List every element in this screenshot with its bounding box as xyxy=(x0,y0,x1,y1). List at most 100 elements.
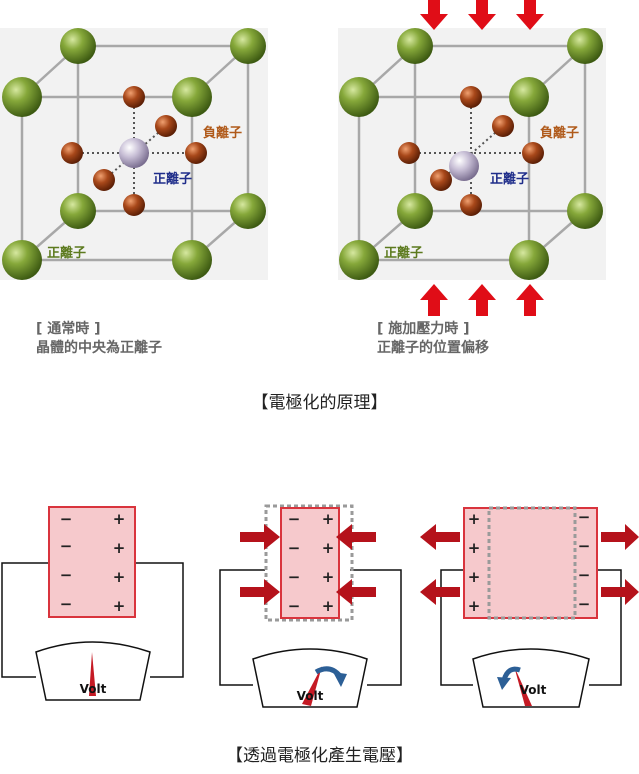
crystal-pressed: 負離子 正離子 正離子 xyxy=(338,28,606,280)
positive-ion-corner xyxy=(230,193,266,229)
minus-sign: − xyxy=(288,539,301,557)
minus-sign: − xyxy=(578,508,591,526)
negative-ion xyxy=(430,169,452,191)
plus-sign: + xyxy=(468,510,481,528)
compressed-crystal-block xyxy=(280,507,340,619)
minus-sign: − xyxy=(578,537,591,555)
up-arrow xyxy=(420,284,448,316)
negative-ion xyxy=(522,142,544,164)
voltmeter-label: Volt xyxy=(520,683,547,697)
negative-ion xyxy=(123,86,145,108)
down-arrow xyxy=(420,0,448,30)
caption-pressed-line2: 正離子的位置偏移 xyxy=(377,340,489,356)
plus-sign: + xyxy=(468,597,481,615)
corner-positive-label: 正離子 xyxy=(384,245,423,261)
right-arrow xyxy=(240,524,280,550)
plus-sign: + xyxy=(468,568,481,586)
positive-ion-corner xyxy=(509,240,549,280)
positive-ion-corner xyxy=(172,240,212,280)
center-positive-label: 正離子 xyxy=(490,171,529,187)
negative-ion xyxy=(460,86,482,108)
positive-ion-corner xyxy=(397,193,433,229)
right-arrow xyxy=(240,579,280,605)
original-outline xyxy=(487,506,577,620)
negative-ion-label: 負離子 xyxy=(540,125,579,141)
positive-ion-corner xyxy=(230,28,266,64)
pressure-arrows-top xyxy=(420,0,544,30)
positive-ion-corner xyxy=(60,193,96,229)
minus-sign: − xyxy=(60,537,73,555)
crystal-block xyxy=(48,506,136,618)
negative-ion xyxy=(185,142,207,164)
positive-ion-corner xyxy=(339,77,379,117)
plus-sign: + xyxy=(113,597,126,615)
plus-sign: + xyxy=(113,539,126,557)
caption-normal-line2: 晶體的中央為正離子 xyxy=(36,340,162,356)
plus-sign: + xyxy=(322,568,335,586)
up-arrow xyxy=(468,284,496,316)
negative-ion xyxy=(155,115,177,137)
left-arrow xyxy=(420,579,460,605)
caption-normal: [ 通常時 ] 晶體的中央為正離子 xyxy=(36,320,162,358)
deflection-arrow-head xyxy=(497,677,511,690)
minus-sign: − xyxy=(288,597,301,615)
positive-ion-corner xyxy=(509,77,549,117)
left-arrow xyxy=(420,524,460,550)
right-arrow xyxy=(601,524,639,550)
voltmeter-needle xyxy=(89,652,96,696)
voltmeter xyxy=(472,648,590,708)
pressure-arrows-bottom xyxy=(420,284,544,316)
compression-arrows xyxy=(240,524,376,605)
tension-arrows xyxy=(420,524,639,605)
caption-pressed-line1: [ 施加壓力時 ] xyxy=(377,321,470,337)
left-arrow xyxy=(336,524,376,550)
circuit-panel-stretched: + + + + − − − − Volt xyxy=(420,506,639,708)
positive-ion-corner xyxy=(2,77,42,117)
voltmeter-label: Volt xyxy=(80,682,107,696)
voltmeter xyxy=(252,648,368,708)
plus-sign: + xyxy=(322,539,335,557)
plus-sign: + xyxy=(322,510,335,528)
voltmeter-needle xyxy=(514,666,532,706)
down-arrow xyxy=(516,0,544,30)
negative-ion-label: 負離子 xyxy=(203,125,242,141)
positive-ion-corner xyxy=(567,28,603,64)
minus-sign: − xyxy=(578,566,591,584)
positive-ion-corner xyxy=(2,240,42,280)
circuit-panel-compressed: − − − − + + + + Volt xyxy=(219,504,402,708)
minus-sign: − xyxy=(288,568,301,586)
right-arrow xyxy=(601,579,639,605)
minus-sign: − xyxy=(60,566,73,584)
plus-sign: + xyxy=(113,510,126,528)
negative-ion xyxy=(61,142,83,164)
circuit-panel-normal: − − − − + + + + Volt xyxy=(1,506,184,701)
negative-ion xyxy=(93,169,115,191)
minus-sign: − xyxy=(288,510,301,528)
plus-sign: + xyxy=(113,568,126,586)
title-polarization-principle: 【電極化的原理】 xyxy=(251,393,388,413)
original-outline xyxy=(264,504,354,622)
center-positive-ion xyxy=(119,138,149,168)
center-positive-label: 正離子 xyxy=(153,171,192,187)
positive-ion-corner xyxy=(172,77,212,117)
voltmeter-needle xyxy=(302,666,322,706)
voltmeter-label: Volt xyxy=(297,689,324,703)
plus-sign: + xyxy=(468,539,481,557)
negative-ion xyxy=(398,142,420,164)
left-arrow xyxy=(336,579,376,605)
positive-ion-corner xyxy=(397,28,433,64)
deflection-arrow-head xyxy=(333,672,347,687)
caption-pressed: [ 施加壓力時 ] 正離子的位置偏移 xyxy=(377,320,489,358)
plus-sign: + xyxy=(322,597,335,615)
title-voltage-generation: 【透過電極化產生電壓】 xyxy=(226,746,413,766)
positive-ion-corner xyxy=(339,240,379,280)
caption-normal-line1: [ 通常時 ] xyxy=(36,321,101,337)
negative-ion xyxy=(492,115,514,137)
center-positive-ion-shifted xyxy=(449,151,479,181)
positive-ion-corner xyxy=(567,193,603,229)
negative-ion xyxy=(123,194,145,216)
down-arrow xyxy=(468,0,496,30)
up-arrow xyxy=(516,284,544,316)
minus-sign: − xyxy=(578,595,591,613)
